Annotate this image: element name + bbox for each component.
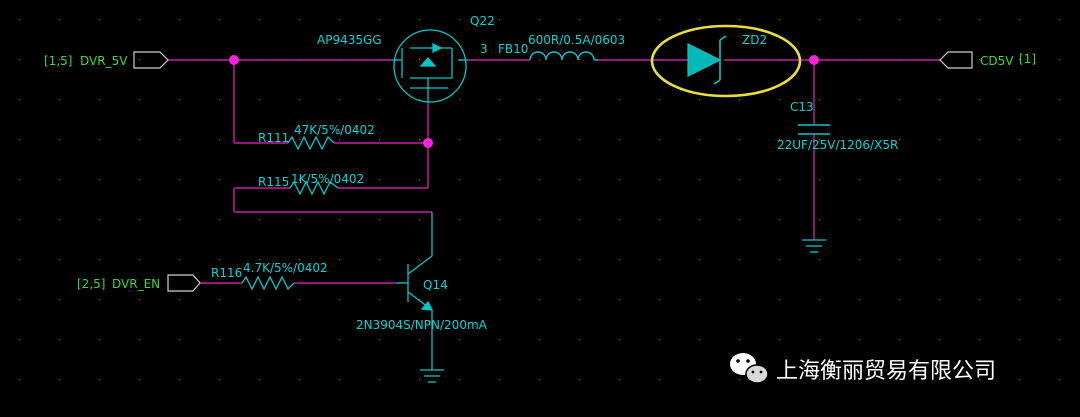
zd2-diode[interactable] (687, 35, 727, 85)
r111-value: 47K/5%/0402 (294, 123, 375, 137)
q22-body (393, 29, 467, 103)
port-flag-cd5v[interactable] (939, 51, 973, 69)
port-ref-dvr5v: [1,5] (44, 54, 72, 68)
zd2-ref: ZD2 (742, 33, 767, 47)
port-ref-cd5v: [1] (1019, 52, 1036, 66)
q14-ground-icon (420, 369, 444, 383)
fb10-inductor[interactable] (529, 51, 595, 61)
wechat-icon (730, 353, 769, 384)
r116-ref: R116 (211, 266, 242, 280)
r115-value: 1K/5%/0402 (291, 172, 364, 186)
port-ref-dvren: [2,5] (77, 277, 105, 291)
fb10-value: 600R/0.5A/0603 (528, 33, 625, 47)
zd2-highlight-ellipse (650, 24, 802, 98)
c13-capacitor[interactable] (798, 124, 830, 135)
q22-pin: 3 (480, 42, 488, 56)
q22-ref: Q22 (470, 14, 495, 28)
r115-ref: R115 (258, 175, 289, 189)
q14-ref: Q14 (423, 278, 448, 292)
port-flags (133, 51, 973, 292)
port-label-dvr5v: DVR_5V (80, 54, 128, 68)
r111-ref: R111 (258, 131, 289, 145)
q22-value: AP9435GG (317, 33, 382, 47)
r116-value: 4.7K/5%/0402 (243, 261, 328, 275)
junction-cd5v (809, 55, 819, 65)
port-label-dvren: DVR_EN (112, 277, 160, 291)
port-flag-dvren[interactable] (167, 274, 201, 292)
junction-dvr5v (229, 55, 239, 65)
c13-ref: C13 (790, 100, 814, 114)
wires (168, 59, 940, 284)
port-flag-dvr5v[interactable] (133, 51, 169, 69)
port-label-cd5v: CD5V (980, 54, 1014, 68)
c13-value: 22UF/25V/1206/X5R (777, 138, 898, 152)
junction-gate (423, 138, 433, 148)
q14-value: 2N3904S/NPN/200mA (356, 318, 488, 332)
r116-resistor[interactable] (241, 275, 295, 291)
q14-transistor[interactable] (396, 212, 434, 370)
c13-ground-icon (802, 239, 826, 253)
r111-resistor[interactable] (287, 135, 335, 151)
q22-mosfet[interactable] (392, 29, 468, 103)
r115-resistor[interactable] (289, 180, 339, 196)
watermark-company: 上海衡丽贸易有限公司 (776, 359, 996, 384)
fb10-ref: FB10 (498, 42, 528, 56)
